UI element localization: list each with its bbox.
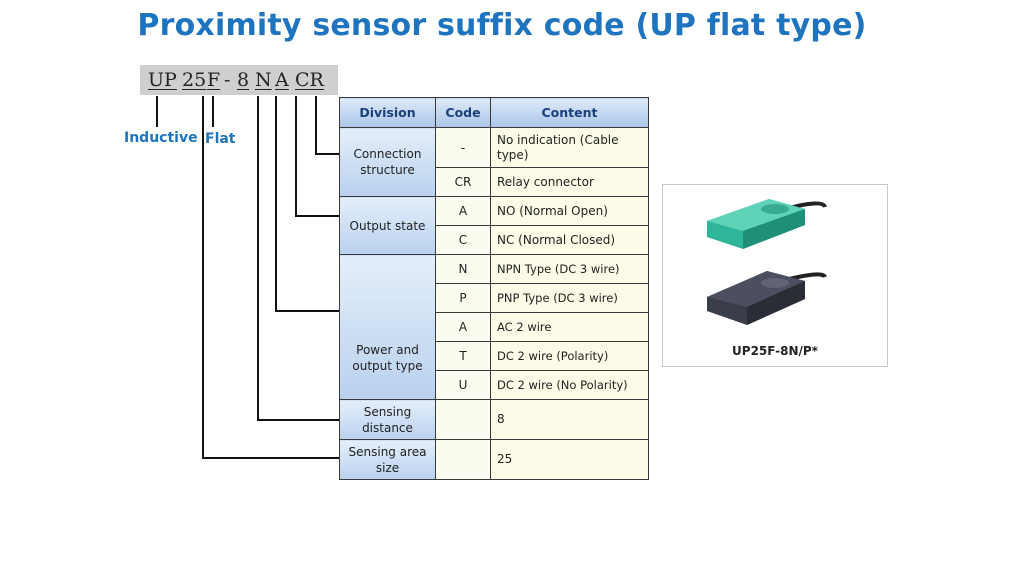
line-25 [202,96,339,459]
code-segment-cr: CR [295,69,324,91]
content-cell: DC 2 wire (No Polarity) [490,370,649,400]
code-segment-f: F [207,69,221,91]
code-segment-up: UP [148,69,177,91]
content-cell: PNP Type (DC 3 wire) [490,283,649,313]
code-segment-dash: - [224,69,231,91]
content-cell: Relay connector [490,167,649,197]
code-segment-8: 8 [237,69,250,91]
division-cell: Sensing area size [339,439,436,480]
line-n [275,96,339,312]
table-row: Output state A NO (Normal Open) [339,196,649,255]
page-title: Proximity sensor suffix code (UP flat ty… [137,8,867,43]
table-row: Sensing distance 8 [339,399,649,440]
line-cr [315,96,339,155]
label-inductive: Inductive [124,130,198,146]
green-sensor-image [707,199,827,249]
dark-sensor-image [707,271,827,325]
suffix-code-table: Division Code Content Connection structu… [339,97,649,480]
header-code: Code [435,97,491,128]
table-row: Sensing area size 25 [339,439,649,480]
code-cell: A [435,196,491,226]
sensor-illustration [707,199,827,325]
code-cell: T [435,341,491,371]
content-cell: NC (Normal Closed) [490,225,649,255]
code-cell: C [435,225,491,255]
product-photo: UP25F-8N/P* [662,184,888,367]
label-flat: Flat [205,131,236,147]
content-cell: 25 [490,439,649,480]
content-cell: AC 2 wire [490,312,649,342]
table-row: U DC 2 wire (No Polarity) [340,370,649,400]
code-cell: U [435,370,491,400]
code-cell: N [435,254,491,284]
line-a [295,96,339,217]
table-row: Power and output type N NPN Type (DC 3 w… [339,254,649,400]
division-cell: Connection structure [339,127,436,197]
code-cell: P [435,283,491,313]
table-header-row: Division Code Content [339,97,649,128]
code-cell: - [435,127,491,168]
code-cell [435,399,491,440]
content-cell: NPN Type (DC 3 wire) [490,254,649,284]
division-cell: Power and output type [339,254,436,400]
table-row: C NC (Normal Closed) [340,225,649,255]
division-cell: Output state [339,196,436,255]
line-8 [257,96,339,421]
code-cell: A [435,312,491,342]
code-segment-25: 25 [182,69,207,91]
table-row: Connection structure - No indication (Ca… [339,127,649,197]
product-caption: UP25F-8N/P* [732,344,818,358]
code-segment-a: A [275,69,289,91]
division-cell: Sensing distance [339,399,436,440]
suffix-code-box [140,65,338,95]
code-cell: CR [435,167,491,197]
table-row: T DC 2 wire (Polarity) [340,341,649,371]
header-division: Division [339,97,436,128]
code-segment-n: N [255,69,272,91]
table-row: CR Relay connector [340,167,649,197]
header-content: Content [490,97,649,128]
content-cell: 8 [490,399,649,440]
content-cell: NO (Normal Open) [490,196,649,226]
content-cell: DC 2 wire (Polarity) [490,341,649,371]
code-cell [435,439,491,480]
content-cell: No indication (Cable type) [490,127,649,168]
